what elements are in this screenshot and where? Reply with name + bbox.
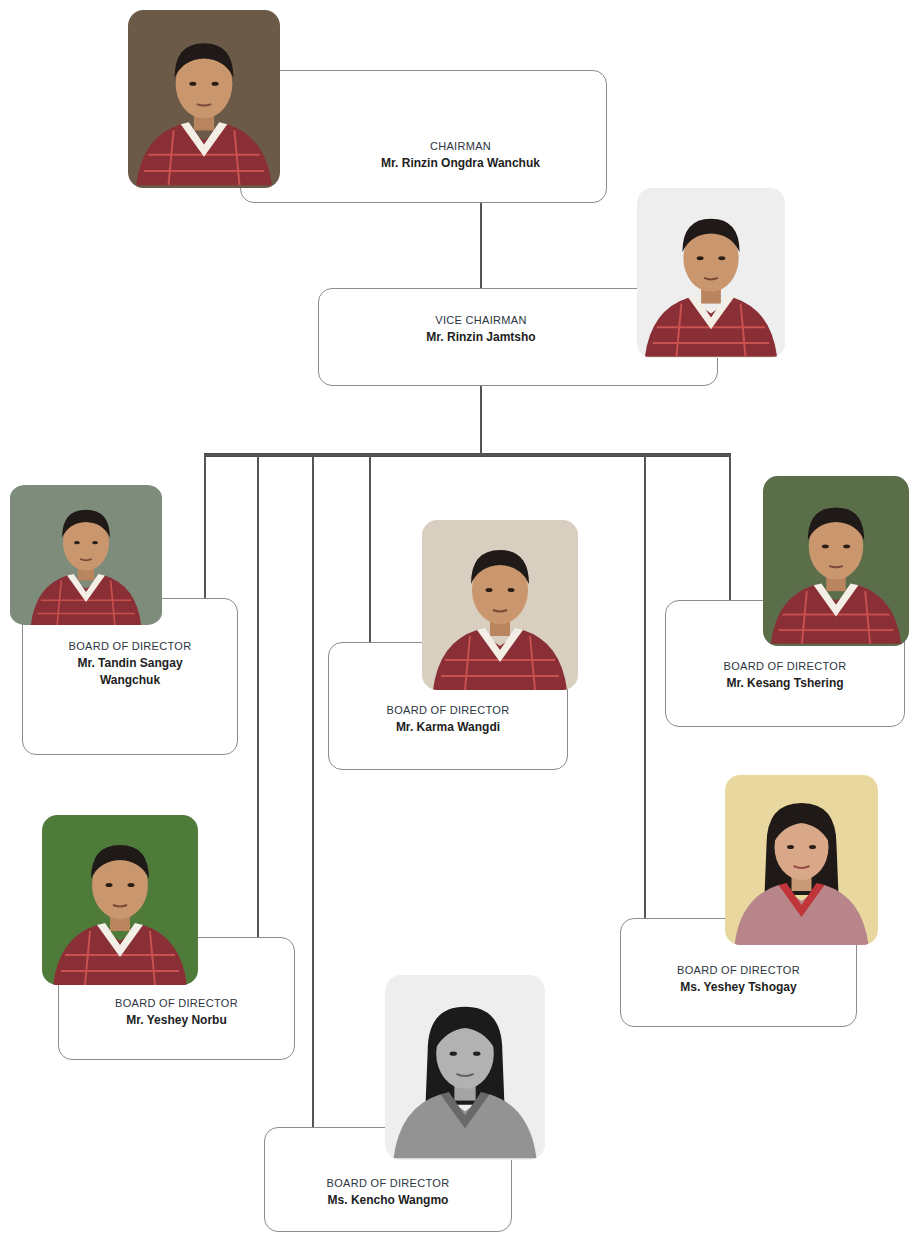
person-name: Mr. Rinzin Jamtsho bbox=[426, 329, 535, 346]
portrait-photo bbox=[422, 520, 578, 690]
portrait-photo bbox=[42, 815, 198, 985]
role-title: BOARD OF DIRECTOR bbox=[115, 996, 238, 1012]
role-title: BOARD OF DIRECTOR bbox=[677, 963, 800, 979]
portrait-photo bbox=[763, 476, 909, 646]
person-name: Mr. Tandin Sangay Wangchuk bbox=[61, 655, 199, 690]
person-name: Mr. Kesang Tshering bbox=[726, 675, 843, 692]
connector-line bbox=[480, 203, 482, 288]
portrait-photo bbox=[10, 485, 162, 625]
role-title: CHAIRMAN bbox=[430, 139, 491, 155]
role-title: BOARD OF DIRECTOR bbox=[387, 703, 510, 719]
person-name: Mr. Karma Wangdi bbox=[396, 719, 500, 736]
role-title: BOARD OF DIRECTOR bbox=[724, 659, 847, 675]
portrait-photo bbox=[128, 10, 280, 188]
role-title: VICE CHAIRMAN bbox=[435, 313, 526, 329]
portrait-photo bbox=[385, 975, 545, 1160]
role-title: BOARD OF DIRECTOR bbox=[69, 639, 192, 655]
person-name: Ms. Kencho Wangmo bbox=[328, 1192, 449, 1209]
role-title: BOARD OF DIRECTOR bbox=[327, 1176, 450, 1192]
person-name: Mr. Yeshey Norbu bbox=[126, 1012, 226, 1029]
person-name: Ms. Yeshey Tshogay bbox=[680, 979, 796, 996]
position-box: CHAIRMANMr. Rinzin Ongdra Wanchuk bbox=[240, 70, 607, 203]
person-name: Mr. Rinzin Ongdra Wanchuk bbox=[381, 155, 540, 172]
portrait-photo bbox=[637, 188, 785, 358]
portrait-photo bbox=[725, 775, 878, 945]
